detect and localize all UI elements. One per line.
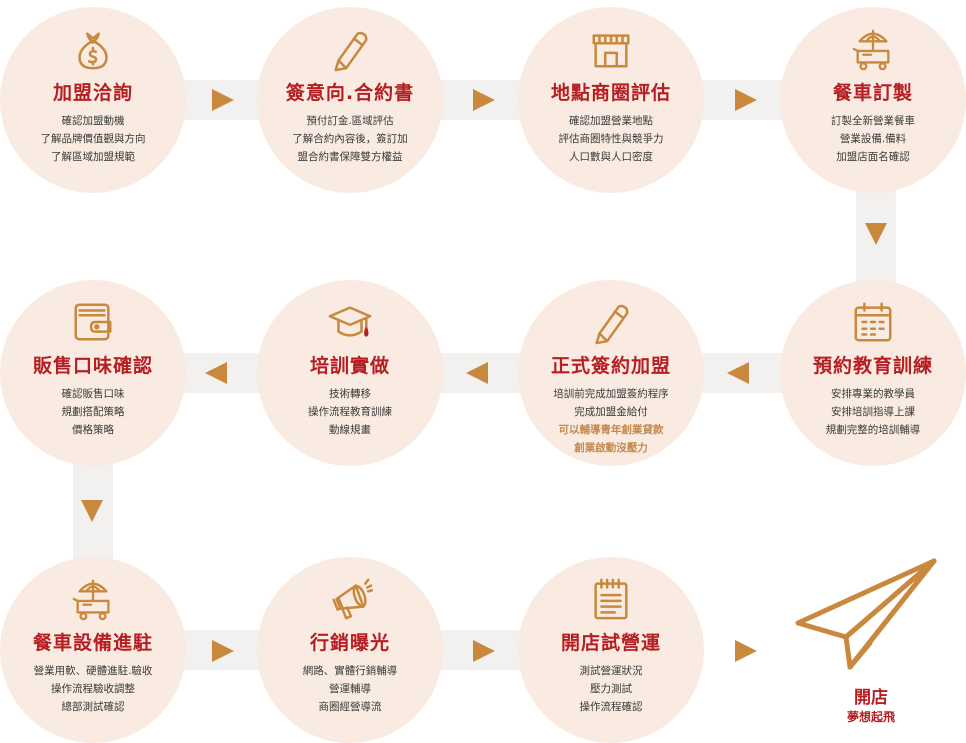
- food-cart-icon: [849, 25, 897, 73]
- step-training-practice: 培訓實做 技術轉移 操作流程教育訓練 動線規畫: [257, 280, 443, 466]
- step-line: 確認加盟動機: [61, 115, 125, 127]
- step-line: 規劃完整的培訓輔導: [825, 424, 921, 436]
- arrow-right-6: [735, 640, 757, 662]
- step-line: 安排專業的教學員: [831, 388, 915, 400]
- step-line: 壓力測試: [590, 683, 632, 695]
- step-line: 了解品牌價值觀與方向: [40, 133, 146, 145]
- notepad-icon: [587, 575, 635, 623]
- step-title: 簽意向.合約書: [285, 82, 415, 104]
- step-food-cart-order: 餐車訂製 訂製全新營業餐車 營業設備.備料 加盟店面名確認: [780, 7, 966, 193]
- step-title: 餐車設備進駐: [32, 632, 153, 654]
- step-line: 訂製全新營業餐車: [831, 115, 915, 127]
- arrow-right-3: [735, 89, 757, 111]
- arrow-right-2: [473, 89, 495, 111]
- graduation-cap-icon: [326, 298, 374, 346]
- step-line: 規劃搭配策略: [61, 406, 125, 418]
- step-highlight-line: 創業啟動沒壓力: [574, 442, 648, 454]
- step-title: 行銷曝光: [309, 632, 390, 654]
- step-line: 價格策略: [72, 424, 114, 436]
- step-line: 盟合約書保障雙方權益: [297, 151, 403, 163]
- step-line: 操作流程確認: [579, 701, 643, 713]
- arrow-left-1: [727, 362, 749, 384]
- step-marketing-exposure: 行銷曝光 網路、實體行銷輔導 營運輔導 商圈經營導流: [257, 557, 443, 743]
- final-subtitle: 夢想起飛: [846, 710, 895, 724]
- step-line: 預付訂金.區域評估: [306, 115, 394, 127]
- arrow-left-2: [466, 362, 488, 384]
- step-title: 開店試營運: [560, 632, 661, 654]
- arrow-down-1: [865, 223, 887, 245]
- step-title: 正式簽約加盟: [550, 355, 671, 377]
- step-line: 商圈經營導流: [318, 701, 382, 713]
- step-line: 了解區域加盟規範: [51, 151, 135, 163]
- arrow-right-4: [212, 640, 234, 662]
- step-line: 確認販售口味: [61, 388, 125, 400]
- step-line: 培訓前完成加盟簽約程序: [553, 388, 669, 400]
- step-line: 動線規畫: [329, 424, 371, 436]
- step-highlight-line: 可以輔導青年創業貸款: [558, 424, 664, 436]
- pencil-icon: [326, 25, 374, 73]
- step-formal-contract: 正式簽約加盟 培訓前完成加盟簽約程序 完成加盟金給付 可以輔導青年創業貸款 創業…: [518, 280, 704, 466]
- arrow-right-1: [212, 89, 234, 111]
- step-line: 操作流程教育訓練: [308, 406, 392, 418]
- step-line: 總部測試確認: [61, 701, 125, 713]
- step-line: 營業設備.備料: [839, 133, 907, 145]
- step-cart-equipment-install: 餐車設備進駐 營業用軟、硬體進駐.驗收 操作流程驗收調整 總部測試確認: [0, 557, 186, 743]
- step-title: 販售口味確認: [32, 355, 153, 377]
- pencil-icon: [587, 298, 635, 346]
- arrow-down-2: [81, 500, 103, 522]
- step-line: 營業用軟、硬體進駐.驗收: [33, 665, 153, 677]
- step-title: 餐車訂製: [832, 82, 913, 104]
- step-title: 地點商圈評估: [550, 82, 671, 104]
- step-line: 評估商圈特性與競爭力: [558, 133, 664, 145]
- step-location-evaluation: 地點商圈評估 確認加盟營業地點 評估商圈特性與競爭力 人口數與人口密度: [518, 7, 704, 193]
- step-line: 安排培訓指導上課: [831, 406, 915, 418]
- step-line: 人口數與人口密度: [569, 151, 653, 163]
- step-franchise-inquiry: 加盟洽詢 確認加盟動機 了解品牌價值觀與方向 了解區域加盟規範: [0, 7, 186, 193]
- step-title: 加盟洽詢: [52, 82, 133, 104]
- step-flavor-confirmation: 販售口味確認 確認販售口味 規劃搭配策略 價格策略: [0, 280, 186, 466]
- arrow-right-5: [473, 640, 495, 662]
- step-sign-intent-contract: 簽意向.合約書 預付訂金.區域評估 了解合約內容後，簽訂加 盟合約書保障雙方權益: [257, 7, 443, 193]
- step-line: 技術轉移: [329, 388, 371, 400]
- step-line: 確認加盟營業地點: [569, 115, 653, 127]
- final-title: 開店: [854, 688, 888, 708]
- step-line: 營運輔導: [329, 683, 371, 695]
- step-line: 了解合約內容後，簽訂加: [292, 133, 408, 145]
- step-line: 測試營運狀況: [579, 665, 643, 677]
- paper-plane-icon: [795, 558, 937, 670]
- wallet-icon: [69, 298, 117, 346]
- food-cart-icon: [69, 575, 117, 623]
- step-line: 加盟店面名確認: [836, 151, 910, 163]
- step-line: 操作流程驗收調整: [51, 683, 135, 695]
- step-book-training: 預約教育訓練 安排專業的教學員 安排培訓指導上課 規劃完整的培訓輔導: [780, 280, 966, 466]
- step-line: 網路、實體行銷輔導: [302, 665, 398, 677]
- megaphone-icon: [326, 575, 374, 623]
- coin-bag-icon: [69, 25, 117, 73]
- calendar-icon: [849, 298, 897, 346]
- arrow-left-3: [205, 362, 227, 384]
- step-trial-operation: 開店試營運 測試營運狀況 壓力測試 操作流程確認: [518, 557, 704, 743]
- step-line: 完成加盟金給付: [574, 406, 648, 418]
- storefront-icon: [587, 25, 635, 73]
- step-title: 培訓實做: [309, 355, 390, 377]
- step-title: 預約教育訓練: [812, 355, 933, 377]
